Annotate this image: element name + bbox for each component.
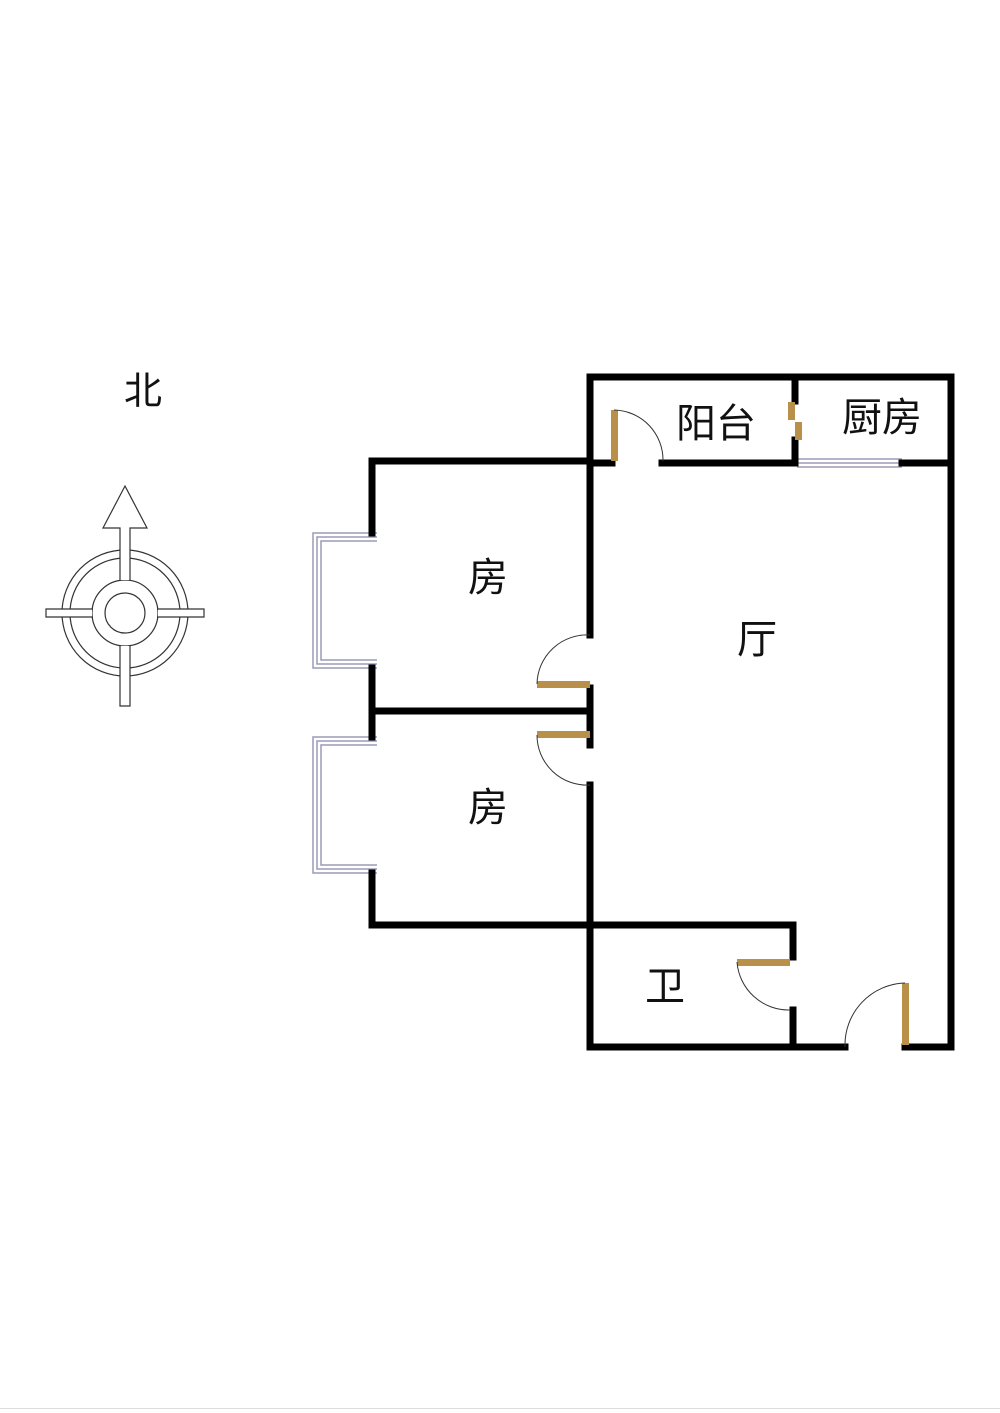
balcony-door	[611, 409, 664, 462]
bedroom-2-door	[536, 731, 591, 786]
room-label-kitchen: 厨房	[842, 395, 922, 441]
compass-icon	[45, 484, 205, 707]
entrance-door	[844, 982, 909, 1048]
walls	[368, 373, 955, 1051]
windows	[312, 458, 902, 874]
room-label-bedroom-1: 房	[468, 555, 508, 601]
north-label: 北	[123, 369, 163, 413]
doors	[536, 402, 909, 1048]
room-label-balcony: 阳台	[676, 401, 756, 447]
page-edge-line	[0, 1408, 1000, 1409]
kitchen-door	[788, 402, 802, 440]
bathroom-door	[736, 959, 791, 1011]
room-label-bathroom: 卫	[645, 964, 685, 1010]
room-label-living-room: 厅	[737, 617, 777, 663]
room-label-bedroom-2: 房	[468, 785, 508, 831]
bedroom-1-door	[536, 634, 591, 688]
